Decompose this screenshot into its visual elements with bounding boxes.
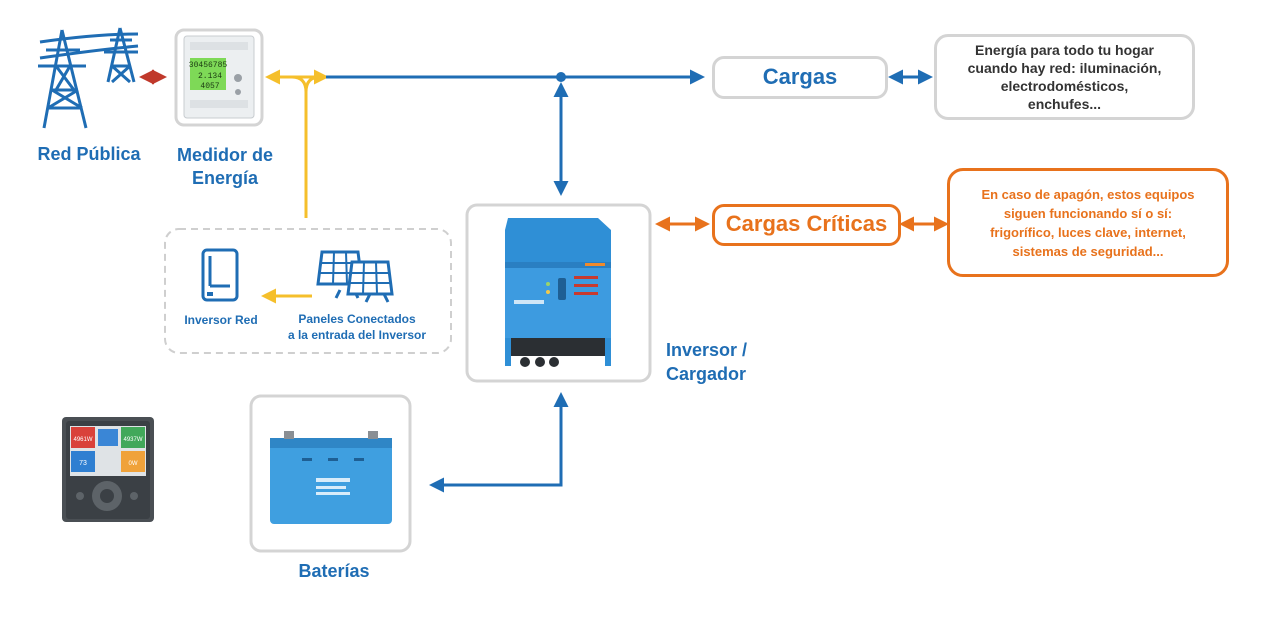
grid-inverter-label: Inversor Red: [184, 313, 258, 327]
battery-image: [249, 394, 412, 553]
battery-inverter-arrow: [429, 392, 569, 493]
monitor-value-1: 4961W: [73, 437, 92, 443]
monitor-value-2: 4937W: [123, 437, 142, 443]
power-tower-icon: [38, 27, 139, 129]
inverter-charger-label: Inversor / Cargador: [666, 340, 748, 384]
bus-junction: [556, 72, 566, 82]
critical-note: En caso de apagón, estos equipos siguen …: [947, 168, 1229, 277]
meter-reading-3: 4057: [200, 82, 219, 91]
inverter-charger-image: [465, 203, 652, 383]
pv-yellow-line: [291, 75, 321, 218]
loads-label: Cargas: [762, 64, 838, 89]
meter-label: Medidor de Energía: [176, 145, 273, 188]
critical-loads-box: [712, 204, 901, 246]
grid-label: Red Pública: [37, 144, 141, 164]
solar-panels-icon: [316, 250, 394, 303]
monitor-value-3: 73: [79, 460, 87, 467]
loads-note: Energía para todo tu hogar cuando hay re…: [934, 34, 1195, 120]
panels-label: Paneles Conectados a la entrada del Inve…: [287, 312, 427, 342]
meter-reading-2: 2.134: [198, 72, 222, 81]
monitor-display-image: 4961W 4937W 73 0W: [62, 417, 154, 522]
pv-group-box: [164, 228, 452, 354]
energy-meter-image: 30456785 2.134 4057: [174, 28, 264, 127]
loads-box: [712, 56, 888, 99]
monitor-value-4: 0W: [129, 461, 138, 467]
grid-inverter-icon: [201, 248, 239, 302]
critical-loads-label: Cargas Críticas: [725, 211, 888, 236]
batteries-label: Baterías: [298, 561, 370, 581]
meter-reading-1: 30456785: [189, 61, 228, 70]
